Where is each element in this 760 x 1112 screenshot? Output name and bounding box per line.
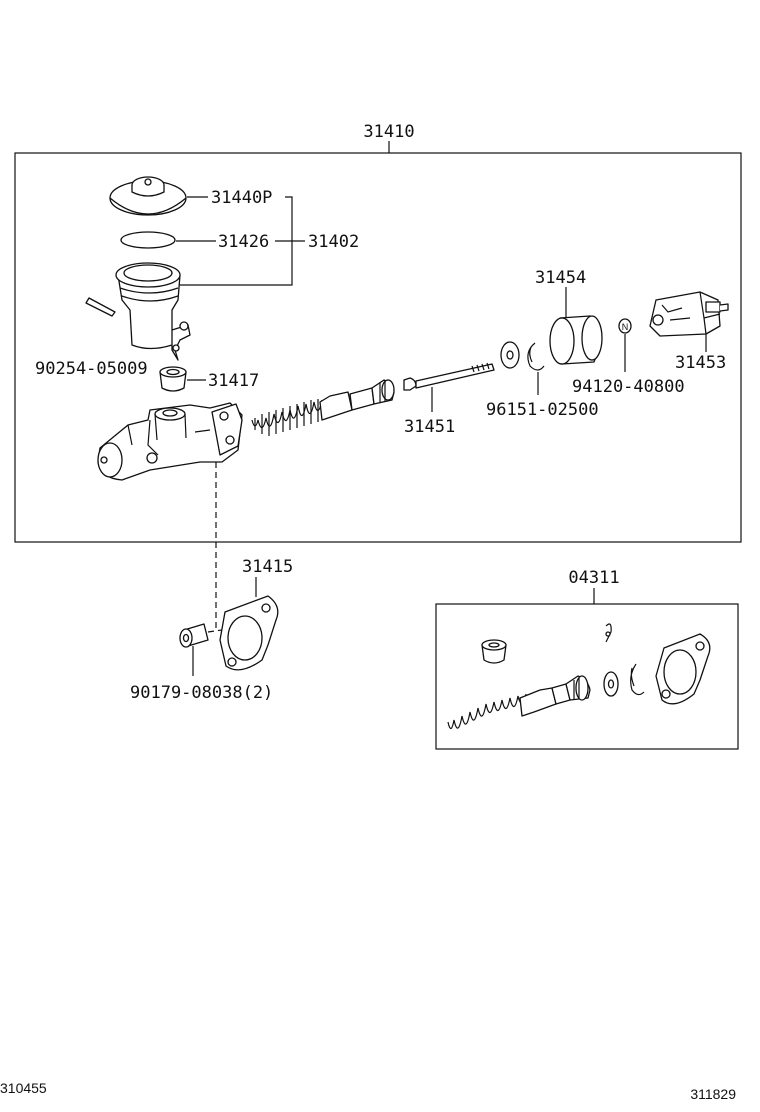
label-31426: 31426 [218, 232, 269, 252]
insulator [219, 595, 279, 671]
reservoir-gasket [120, 231, 176, 249]
label-31451: 31451 [404, 417, 455, 437]
nut-marker [618, 318, 632, 334]
grommet [159, 366, 187, 392]
label-94120-40800: 94120-40800 [572, 377, 685, 397]
footer-left-code: 310455 [0, 1080, 47, 1096]
label-31417: 31417 [208, 371, 259, 391]
push-rod [403, 362, 495, 391]
label-31454: 31454 [535, 268, 586, 288]
label-04311: 04311 [568, 568, 619, 588]
kit-grommet [481, 639, 507, 664]
reservoir-cap [109, 176, 187, 216]
label-31410: 31410 [363, 122, 414, 142]
reservoir [115, 262, 191, 361]
pin [85, 297, 116, 317]
bolt [179, 623, 209, 648]
assembly-frame [14, 152, 742, 543]
label-31453: 31453 [675, 353, 726, 373]
snap-ring [527, 342, 545, 371]
n-mark-text: N [622, 322, 629, 332]
piston-assembly [251, 379, 395, 436]
label-31415: 31415 [242, 557, 293, 577]
label-90179-08038: 90179-08038(2) [130, 683, 273, 703]
kit-frame [435, 603, 739, 750]
label-31402: 31402 [308, 232, 359, 252]
kit-pin [605, 623, 612, 643]
footer-right-code: 311829 [690, 1086, 736, 1102]
switch [649, 291, 729, 337]
kit-piston-assembly [447, 675, 591, 730]
master-cylinder [97, 402, 243, 481]
label-96151-02500: 96151-02500 [486, 400, 599, 420]
kit-snap-ring [630, 663, 645, 696]
boot [549, 315, 603, 365]
label-31440p: 31440P [211, 188, 272, 208]
label-90254-05009: 90254-05009 [35, 359, 148, 379]
kit-insulator [655, 633, 711, 705]
